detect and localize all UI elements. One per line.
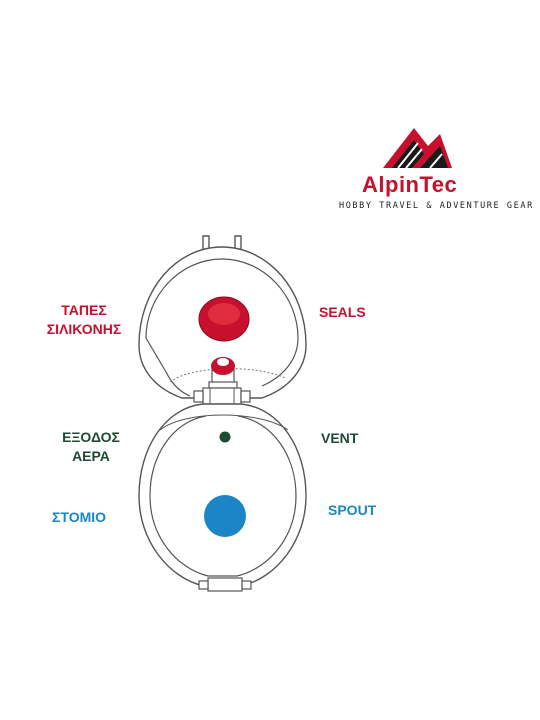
label-seals-greek: ΤΑΠΕΣ ΣΙΛΙΚΟΝΗΣ: [44, 301, 124, 339]
brand-name: AlpinTec: [362, 172, 458, 197]
lid-inner-rim: [145, 258, 299, 387]
brand-tagline: HOBBY TRAVEL & ADVENTURE GEAR: [339, 201, 534, 211]
label-seals-greek-line1: ΤΑΠΕΣ: [61, 302, 107, 318]
bottle-top: [138, 403, 307, 587]
label-spout-greek: ΣΤΟΜΙΟ: [52, 509, 107, 525]
lid-inner-rim-left: [145, 337, 191, 397]
silicone-seal-small: [208, 357, 238, 389]
drinking-spout: [204, 495, 246, 537]
label-vent-greek: ΕΞΟΔΟΣ ΑΕΡΑ: [54, 428, 128, 466]
bottom-latch: [198, 577, 252, 592]
label-vent-english: VENT: [321, 430, 359, 446]
air-vent-hole: [219, 431, 231, 443]
bottle-inner-rim: [149, 415, 297, 577]
label-seals-greek-line2: ΣΙΛΙΚΟΝΗΣ: [46, 321, 122, 337]
mountain-peaks-icon: [383, 128, 452, 169]
bottle-ring-line: [159, 414, 289, 431]
label-seals-english: SEALS: [319, 304, 366, 320]
silicone-seal-large: [198, 296, 250, 342]
label-vent-greek-line1: ΕΞΟΔΟΣ: [62, 429, 120, 445]
label-vent-greek-line2: ΑΕΡΑ: [72, 448, 110, 464]
label-spout-english: SPOUT: [328, 502, 377, 518]
